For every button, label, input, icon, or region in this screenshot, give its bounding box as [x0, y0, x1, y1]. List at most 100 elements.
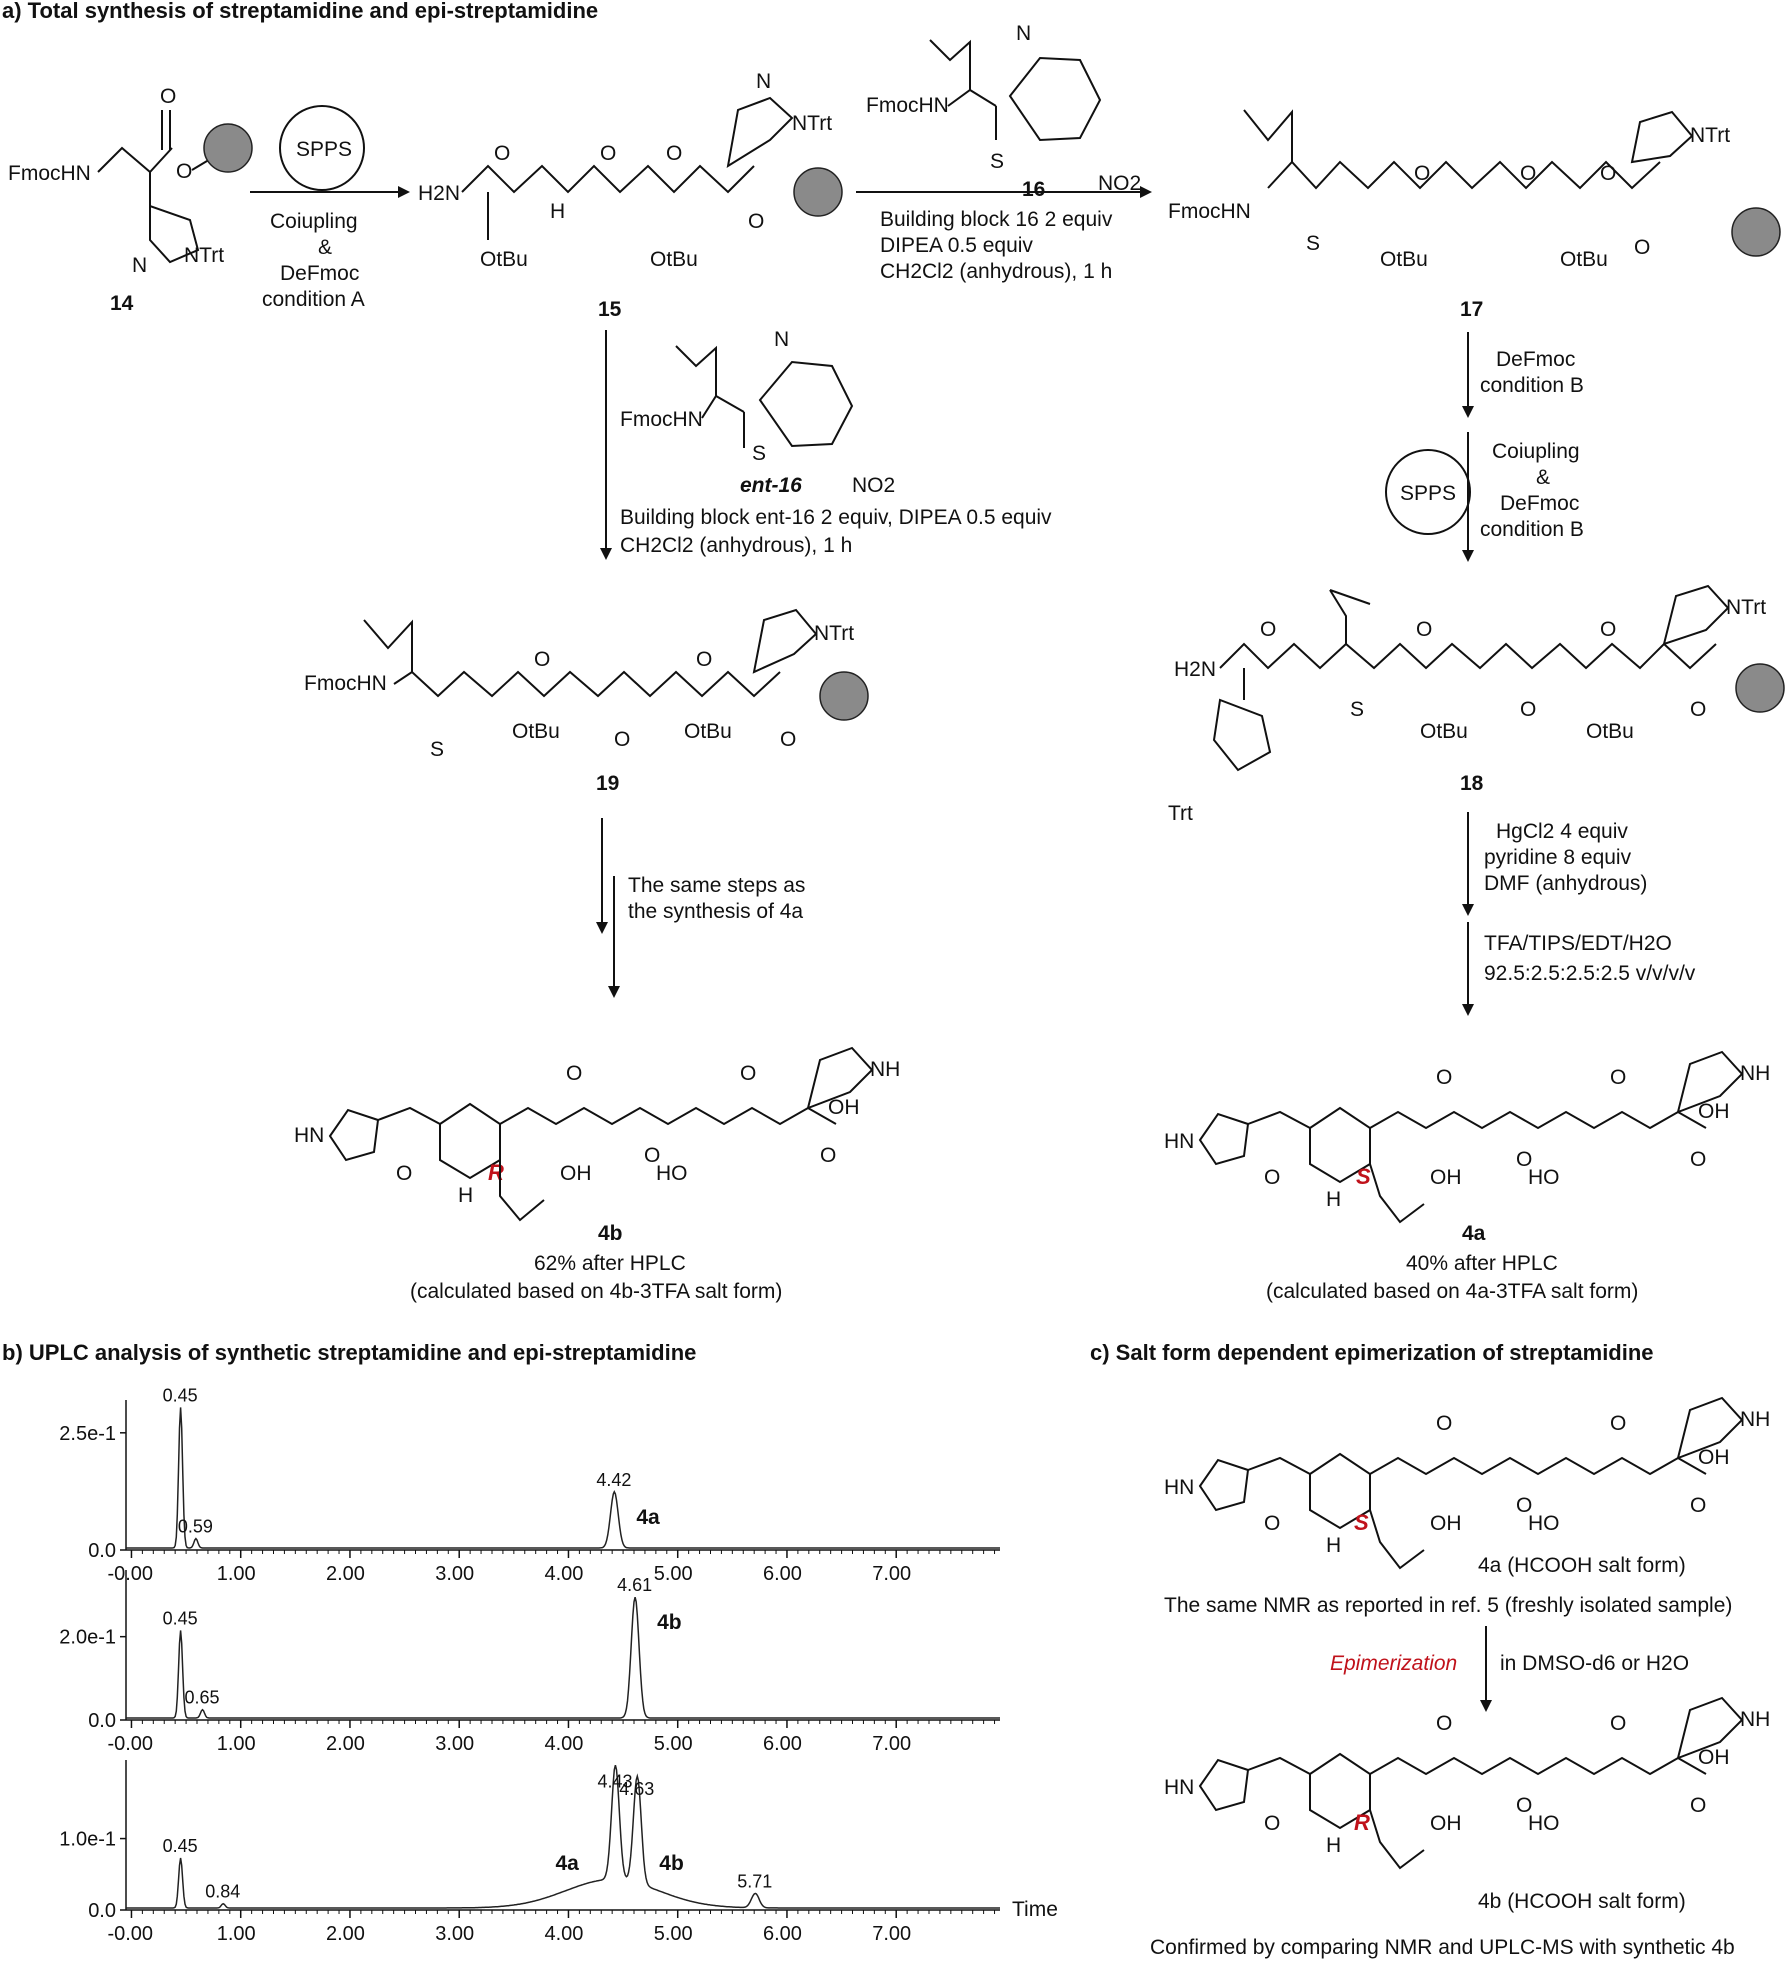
x-tick-label: 3.00 — [435, 1923, 474, 1945]
ho-4b-thr: HO — [656, 1162, 688, 1185]
nh-4b-imid: NH — [870, 1058, 900, 1081]
x-tick-label: 7.00 — [872, 1733, 911, 1755]
step3-line-1: Building block ent-16 2 equiv, DIPEA 0.5… — [620, 506, 1052, 529]
step3-line-2: CH2Cl2 (anhydrous), 1 h — [620, 534, 852, 557]
peak-label: 0.65 — [184, 1688, 219, 1708]
o-15d: O — [748, 210, 764, 233]
otbu-17a: OtBu — [1380, 248, 1428, 271]
oh-4b-ser: OH — [560, 1162, 592, 1185]
step1-line-4: condition A — [262, 288, 365, 311]
x-tick-label: 6.00 — [763, 1563, 802, 1585]
x-tick-label: 4.00 — [544, 1563, 583, 1585]
o-4a-c-ring: O — [1264, 1512, 1280, 1535]
step5-line-2: pyridine 8 equiv — [1484, 846, 1632, 869]
step2-line-1: Building block 16 2 equiv — [880, 208, 1113, 231]
imidazole-n-14: N — [132, 254, 147, 277]
solvent-label: in DMSO-d6 or H2O — [1500, 1652, 1689, 1675]
hn-4a: HN — [1164, 1130, 1194, 1153]
label-4b-hcooh: 4b (HCOOH salt form) — [1478, 1890, 1686, 1913]
peak-label: 4.43 — [597, 1772, 632, 1792]
yield-4b-line-2: (calculated based on 4b-3TFA salt form) — [410, 1280, 782, 1303]
h2n-18: H2N — [1174, 658, 1216, 681]
compound-ent16-number: ent-16 — [740, 474, 802, 497]
fmochn-ent16: FmocHN — [620, 408, 703, 431]
o-15a: O — [494, 142, 510, 165]
compound-15-structure: H2N O H O O O OtBu OtBu NTrt N 15 — [418, 70, 843, 321]
nh-4b-c-imid: NH — [1740, 1708, 1770, 1731]
benzotriazole-n-ent16: N — [774, 328, 789, 351]
peak-label: 0.45 — [163, 1609, 198, 1629]
nh-4b-ring: H — [458, 1184, 473, 1207]
yield-4a-line-2: (calculated based on 4a-3TFA salt form) — [1266, 1280, 1638, 1303]
stereo-R-4b: R — [488, 1160, 504, 1185]
y-tick-label: 0.0 — [88, 1540, 116, 1562]
series-name-label: 4b — [659, 1852, 684, 1875]
oh-4b-c-acid: OH — [1698, 1746, 1730, 1769]
section-a-title: a) Total synthesis of streptamidine and … — [2, 0, 598, 23]
compound-4a-number: 4a — [1462, 1222, 1486, 1245]
section-c-title: c) Salt form dependent epimerization of … — [1090, 1340, 1654, 1365]
oh-4a-c-ser: OH — [1430, 1512, 1462, 1535]
o-4a-c: O — [1610, 1066, 1626, 1089]
ho-4a-c-thr: HO — [1528, 1512, 1560, 1535]
otbu-18a: OtBu — [1420, 720, 1468, 743]
peak-label: 0.45 — [163, 1836, 198, 1856]
benzotriazole-n-16: N — [1016, 22, 1031, 45]
compound-17-number: 17 — [1460, 298, 1483, 321]
o-18a: O — [1260, 618, 1276, 641]
compound-14-number: 14 — [110, 292, 134, 315]
ho-4a-thr: HO — [1528, 1166, 1560, 1189]
step3-arrow-group: FmocHN S N NO2 ent-16 Building block ent… — [600, 328, 1052, 560]
o-4b-c-a: O — [1436, 1712, 1452, 1735]
peak-label: 0.84 — [205, 1882, 240, 1902]
fmochn-label: FmocHN — [8, 162, 91, 185]
step7-line-1: The same steps as — [628, 874, 805, 897]
o-4b-c-ring: O — [1264, 1812, 1280, 1835]
imid-n-15: N — [756, 70, 771, 93]
y-tick-label: 0.0 — [88, 1710, 116, 1732]
yield-4b-line-1: 62% after HPLC — [534, 1252, 686, 1275]
otbu-19b: OtBu — [684, 720, 732, 743]
o-4b-c-b: O — [1516, 1794, 1532, 1817]
x-tick-label: 2.00 — [326, 1923, 365, 1945]
o-17c: O — [1600, 162, 1616, 185]
oh-4a-ser: OH — [1430, 1166, 1462, 1189]
nh-15a: H — [550, 200, 565, 223]
otbu-15a: OtBu — [480, 248, 528, 271]
o-18c: O — [1520, 698, 1536, 721]
s-16: S — [990, 150, 1004, 173]
o-4a-c-c: O — [1610, 1412, 1626, 1435]
o-4a-c-d: O — [1690, 1494, 1706, 1517]
h2n-label: H2N — [418, 182, 460, 205]
x-tick-label: 6.00 — [763, 1733, 802, 1755]
step2-line-3: CH2Cl2 (anhydrous), 1 h — [880, 260, 1112, 283]
s-18: S — [1350, 698, 1364, 721]
x-tick-label: 5.00 — [654, 1923, 693, 1945]
chromatogram-trace — [126, 1407, 1000, 1549]
step7-line-2: the synthesis of 4a — [628, 900, 803, 923]
spps-label-1: SPPS — [296, 138, 352, 161]
o-4b-b: O — [644, 1144, 660, 1167]
step6-line-1: TFA/TIPS/EDT/H2O — [1484, 932, 1672, 955]
stereo-S-4a: S — [1356, 1164, 1371, 1189]
resin-bead-19 — [819, 671, 869, 721]
resin-bead-15 — [793, 167, 843, 217]
step1-line-3: DeFmoc — [280, 262, 359, 285]
x-tick-label: -0.00 — [107, 1733, 153, 1755]
ntrt-17: NTrt — [1690, 124, 1730, 147]
y-tick-label: 0.0 — [88, 1900, 116, 1922]
oh-4b-c-ser: OH — [1430, 1812, 1462, 1835]
o-4b-c: O — [740, 1062, 756, 1085]
chromatogram-trace — [126, 1597, 1000, 1719]
peak-label: 4.61 — [617, 1575, 652, 1595]
otbu-18b: OtBu — [1586, 720, 1634, 743]
o-19a: O — [534, 648, 550, 671]
x-axis-title: Time — [1012, 1898, 1058, 1921]
compound-18-number: 18 — [1460, 772, 1484, 795]
compound-4b-hcooh-structure: HN O H R O O O O OH OH HO NH — [1164, 1696, 1770, 1870]
compound-4b-structure: HN O H R O O O O OH OH HO NH 4b 62% afte… — [294, 1046, 900, 1303]
y-tick-label: 1.0e-1 — [59, 1829, 116, 1851]
fmochn-19: FmocHN — [304, 672, 387, 695]
nh-4a-ring: H — [1326, 1188, 1341, 1211]
x-tick-label: -0.00 — [107, 1923, 153, 1945]
